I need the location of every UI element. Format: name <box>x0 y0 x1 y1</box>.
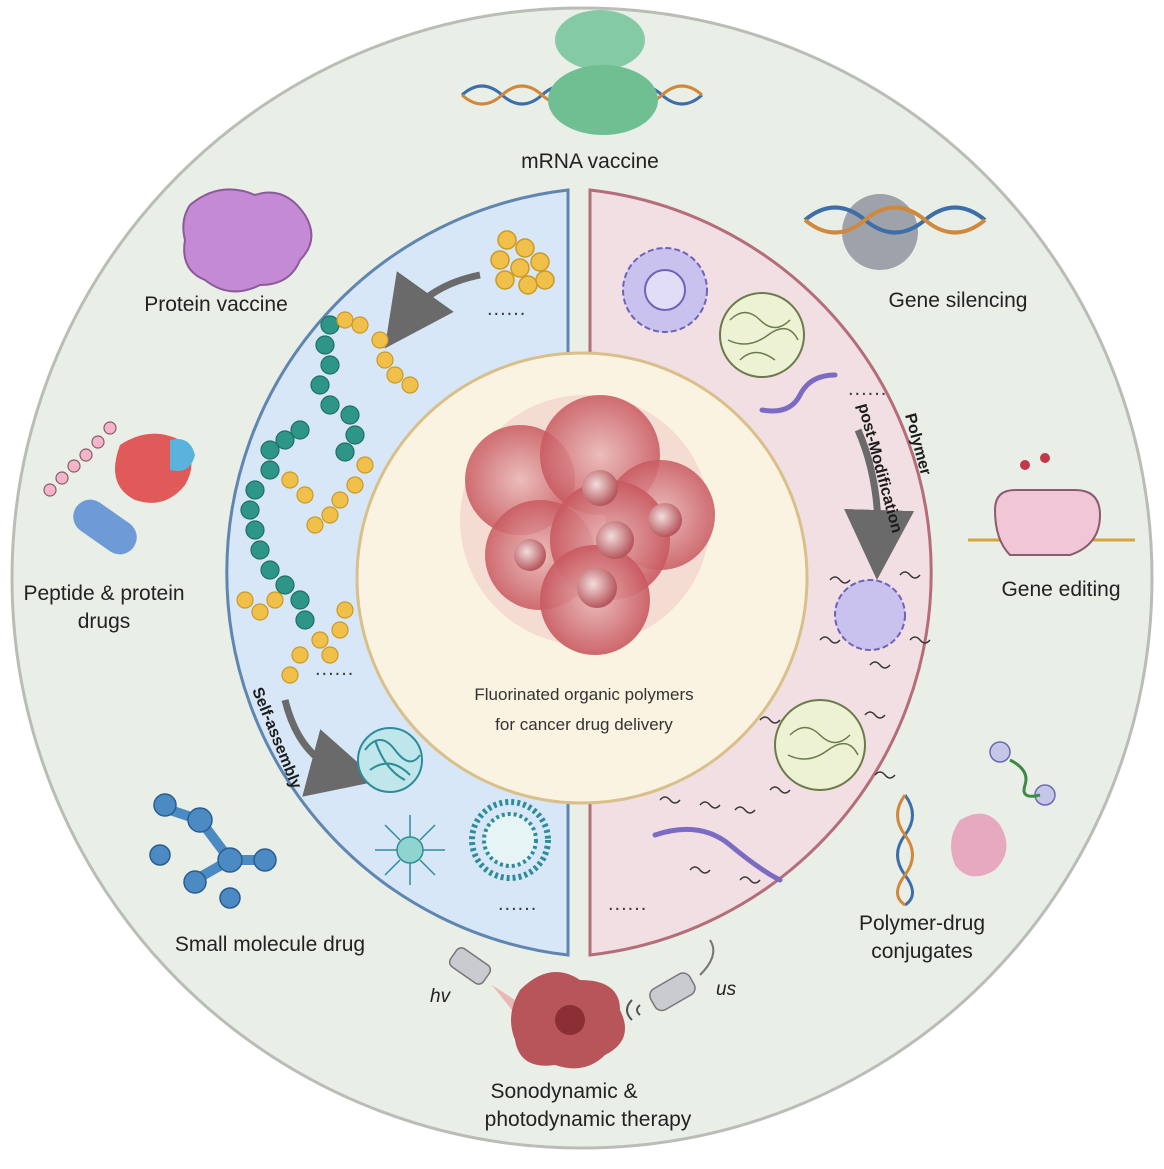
arrow-self-assembly <box>281 699 379 797</box>
small-molecule-label: Small molecule drug <box>175 933 365 956</box>
peptide-drugs-label-line1: Peptide & protein <box>23 582 184 605</box>
ellipsis-bottom-left: ...... <box>498 893 537 915</box>
ellipsis-top-right: ...... <box>848 378 887 400</box>
ellipsis-bottom-right: ...... <box>608 893 647 915</box>
ellipsis-mid-left: ...... <box>315 658 354 680</box>
polymer-drug-conjugates-line1: Polymer-drug <box>859 912 985 935</box>
fluorinated-micelle-icon <box>819 571 931 669</box>
protein-vaccine-icon <box>182 188 313 293</box>
arrow-post-modification <box>844 428 915 580</box>
linear-polymer-icon <box>759 372 838 414</box>
tumor-cluster-icon <box>460 395 715 655</box>
therapy-label-line1: Sonodynamic & <box>490 1080 637 1103</box>
peptide-drugs-label-line2: drugs <box>78 610 131 633</box>
polymer-drug-conjugates-line2: conjugates <box>871 940 973 963</box>
monomer-beads-icon <box>490 230 555 295</box>
ellipsis-top-left: ...... <box>487 298 526 320</box>
gene-silencing-label: Gene silencing <box>889 289 1028 312</box>
protein-vaccine-label: Protein vaccine <box>144 293 288 316</box>
mrna-vaccine-label: mRNA vaccine <box>521 150 659 173</box>
vesicle-icon <box>469 799 551 881</box>
mrna-ribosome-icon <box>460 10 704 135</box>
hv-label: hv <box>430 986 452 1007</box>
therapy-label-line2: photodynamic therapy <box>485 1108 692 1131</box>
star-micelle-icon <box>622 247 708 333</box>
arrow-monomer-to-chain <box>384 271 481 349</box>
small-molecule-icon <box>149 793 277 909</box>
polymer-drug-conjugate-icon <box>896 741 1056 907</box>
ultrasound-probe-icon <box>626 939 715 1021</box>
polymer-chain-icon <box>236 311 419 684</box>
gene-silencing-dna-icon <box>803 194 987 270</box>
peptide-capsule-icon <box>43 421 195 555</box>
center-title-line2: for cancer drug delivery <box>495 715 673 734</box>
tumor-target-icon <box>511 972 625 1069</box>
center-title-line1: Fluorinated organic polymers <box>474 685 693 704</box>
fluorinated-linear-polymer-icon <box>652 796 783 884</box>
gene-editing-label: Gene editing <box>1001 578 1120 601</box>
fluorinated-nanogel-icon <box>759 699 896 794</box>
micelle-icon <box>375 815 445 885</box>
gene-editing-icon <box>968 453 1135 556</box>
nanoparticle-icon <box>357 727 423 793</box>
crosslinked-nanogel-icon <box>719 292 805 378</box>
us-label: us <box>716 979 737 1000</box>
